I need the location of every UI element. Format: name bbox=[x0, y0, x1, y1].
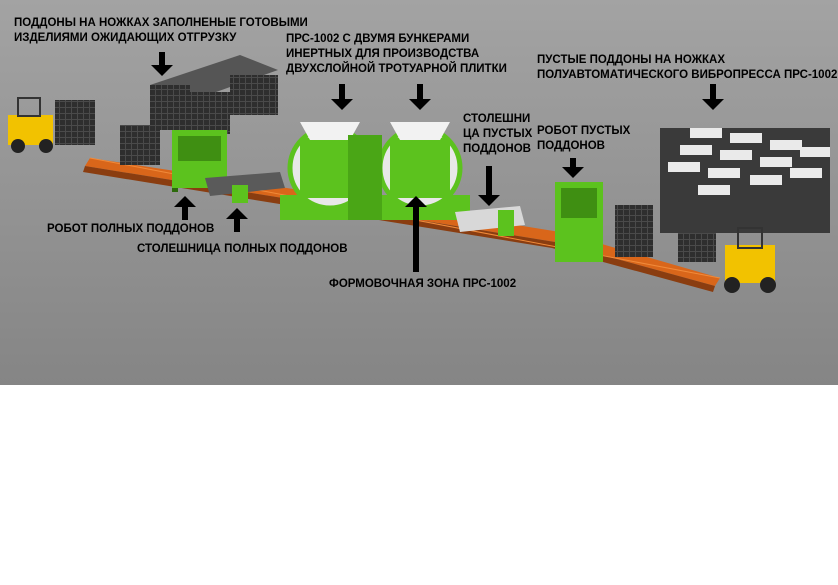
forklift-left bbox=[8, 97, 95, 153]
arrow-down-icon bbox=[562, 158, 584, 178]
arrow-down-icon bbox=[151, 52, 173, 76]
arrow-down-icon bbox=[478, 166, 500, 206]
label-press-two-hoppers: ПРС-1002 С ДВУМЯ БУНКЕРАМИ ИНЕРТНЫХ ДЛЯ … bbox=[286, 33, 507, 75]
arrow-down-icon bbox=[331, 84, 353, 110]
full-pallets-table bbox=[205, 172, 285, 203]
label-forming-zone: ФОРМОВОЧНАЯ ЗОНА ПРС-1002 bbox=[329, 278, 517, 290]
vibropress-prs-1002 bbox=[280, 122, 470, 220]
label-empty-pallets-robot: РОБОТ ПУСТЫХ ПОДДОНОВ bbox=[537, 125, 631, 152]
empty-pallets-robot bbox=[555, 182, 603, 262]
arrow-down-icon bbox=[702, 84, 724, 110]
arrow-up-icon bbox=[226, 208, 248, 232]
arrow-down-icon bbox=[409, 84, 431, 110]
label-full-pallets-robot: РОБОТ ПОЛНЫХ ПОДДОНОВ bbox=[47, 223, 215, 235]
arrow-up-icon bbox=[405, 196, 427, 272]
forklift-right bbox=[724, 227, 776, 293]
empty-pallets-table bbox=[455, 206, 525, 236]
label-full-pallets-storage: ПОДДОНЫ НА НОЖКАХ ЗАПОЛНЕНЫЕ ГОТОВЫМИ ИЗ… bbox=[14, 17, 308, 44]
production-line-render bbox=[0, 0, 838, 385]
empty-pallets-stacks bbox=[660, 128, 830, 233]
full-pallets-stacks bbox=[120, 55, 278, 165]
label-empty-pallets-storage: ПУСТЫЕ ПОДДОНЫ НА НОЖКАХ ПОЛУАВТОМАТИЧЕС… bbox=[537, 54, 838, 81]
label-empty-pallets-table: СТОЛЕШНИ ЦА ПУСТЫХ ПОДДОНОВ bbox=[463, 113, 533, 155]
label-full-pallets-table: СТОЛЕШНИЦА ПОЛНЫХ ПОДДОНОВ bbox=[137, 243, 348, 255]
arrow-up-icon bbox=[174, 196, 196, 220]
